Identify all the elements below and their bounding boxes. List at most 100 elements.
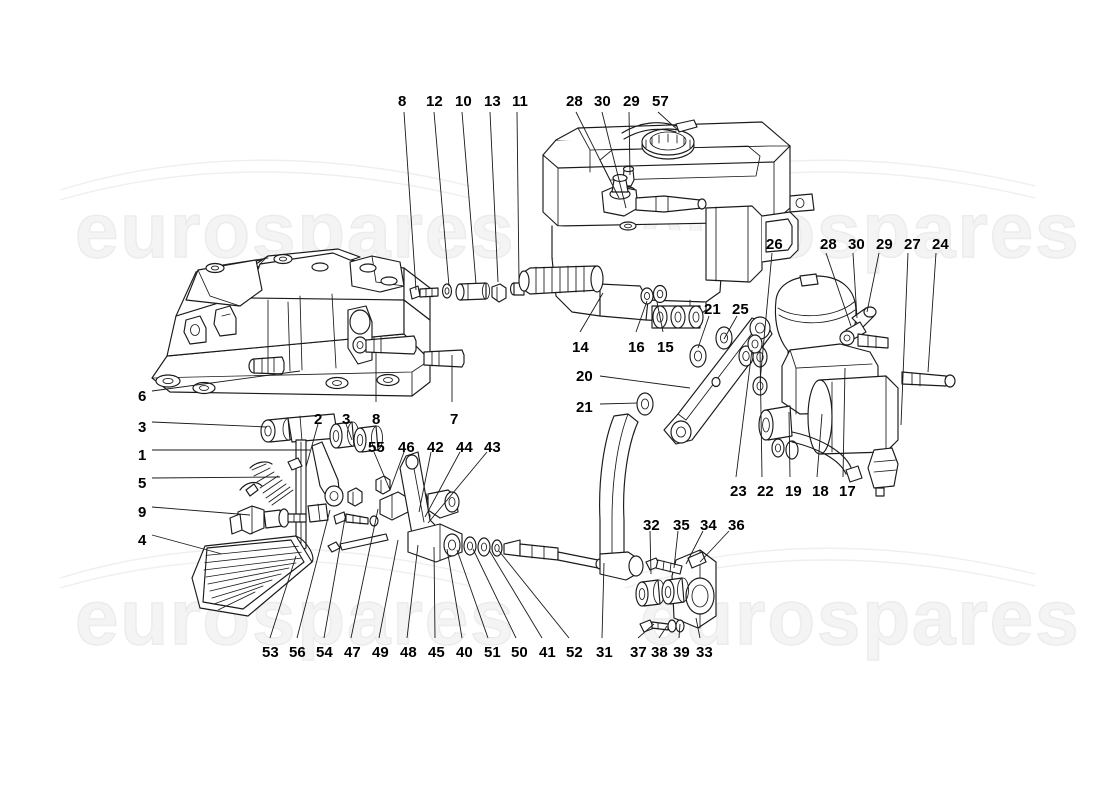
callout-label-33: 33 <box>696 644 713 661</box>
leader-line-24 <box>927 252 937 373</box>
part-9-switch <box>229 505 307 535</box>
callout-label-24: 24 <box>932 236 949 253</box>
brake-pedal-pad <box>191 535 314 617</box>
leader-line-30 <box>852 252 858 319</box>
leader-line-47 <box>350 508 379 639</box>
leader-line-16 <box>635 300 648 333</box>
leader-line-22 <box>759 349 763 478</box>
pedal-box-housing <box>151 248 465 397</box>
housing-bolt-7 <box>423 349 465 368</box>
leader-line-4 <box>151 534 223 555</box>
leader-line-37 <box>637 623 655 639</box>
booster-pushrod-boot <box>518 265 604 295</box>
callout-label-8: 8 <box>398 93 407 110</box>
leader-line-5 <box>151 476 281 479</box>
callout-label-22: 22 <box>757 483 774 500</box>
callout-label-11: 11 <box>512 93 528 110</box>
return-spring <box>239 457 303 506</box>
leader-line-20 <box>599 375 691 389</box>
leader-line-48 <box>406 544 419 639</box>
callout-label-6: 6 <box>138 388 147 405</box>
watermark-text: eurospares <box>74 572 516 662</box>
callout-label-30: 30 <box>594 93 611 110</box>
callout-label-32: 32 <box>643 517 660 534</box>
leader-line-54 <box>323 517 346 639</box>
callout-label-40: 40 <box>456 644 473 661</box>
callout-label-48: 48 <box>400 644 417 661</box>
leader-line-34 <box>685 530 704 565</box>
small-screws-group <box>327 511 389 553</box>
part-2-nut <box>347 487 363 507</box>
leader-line-27 <box>900 252 909 426</box>
leader-line-55 <box>373 451 391 491</box>
part-35-bush <box>661 577 689 605</box>
callout-label-50: 50 <box>511 644 528 661</box>
leader-line-29 <box>866 252 880 313</box>
leader-line-21 <box>697 315 710 349</box>
leader-line-17 <box>842 367 846 478</box>
part-8-bolt <box>409 285 439 300</box>
callout-label-56: 56 <box>289 644 306 661</box>
leader-line-2 <box>305 423 319 468</box>
leader-line-52 <box>498 550 570 639</box>
leader-line-6 <box>151 370 301 392</box>
leader-line-51 <box>456 549 489 639</box>
leader-line-25 <box>723 315 738 340</box>
callout-label-54: 54 <box>316 644 333 661</box>
leader-line-46 <box>389 451 405 491</box>
callout-label-42: 42 <box>427 439 444 456</box>
callout-label-36: 36 <box>728 517 745 534</box>
callout-label-28: 28 <box>566 93 583 110</box>
callout-label-2: 2 <box>314 411 323 428</box>
leader-line-10 <box>461 111 477 285</box>
callout-label-15: 15 <box>657 339 674 356</box>
leader-line-31 <box>601 562 605 639</box>
callout-label-20: 20 <box>576 368 593 385</box>
leader-line-26 <box>759 252 773 383</box>
part-21-bush-lower <box>636 392 654 416</box>
callout-label-45: 45 <box>428 644 445 661</box>
leader-line-53 <box>269 555 297 639</box>
callout-label-35: 35 <box>673 517 690 534</box>
part-25-bush <box>715 326 733 350</box>
leader-line-19 <box>788 411 791 478</box>
leader-line-32 <box>649 530 652 575</box>
leader-line-38 <box>658 625 668 639</box>
callout-label-3: 3 <box>342 411 351 428</box>
booster-fastener-row <box>409 282 525 303</box>
callout-label-8: 8 <box>372 411 381 428</box>
booster-outlet-ports <box>651 305 704 329</box>
callout-label-17: 17 <box>839 483 856 500</box>
leader-line-44 <box>424 451 461 518</box>
connecting-rod <box>503 539 605 570</box>
callout-label-5: 5 <box>138 475 147 492</box>
callout-label-30: 30 <box>848 236 865 253</box>
callout-label-29: 29 <box>876 236 893 253</box>
leader-line-45 <box>433 546 436 639</box>
callout-label-14: 14 <box>572 339 589 356</box>
callout-label-46: 46 <box>398 439 415 456</box>
callout-label-37: 37 <box>630 644 647 661</box>
callout-leader-lines <box>151 111 937 639</box>
callout-label-12: 12 <box>426 93 443 110</box>
leader-line-39 <box>678 623 681 639</box>
leader-line-28 <box>575 111 620 199</box>
leader-line-29 <box>628 111 631 176</box>
housing-bolt-6 <box>248 356 285 375</box>
callout-label-55: 55 <box>368 439 385 456</box>
leader-line-8 <box>403 111 417 291</box>
leader-line-50 <box>472 548 517 639</box>
part-12-washer <box>441 283 453 299</box>
leader-line-18 <box>816 413 823 478</box>
callout-label-57: 57 <box>652 93 669 110</box>
leader-line-3 <box>345 423 353 441</box>
callout-label-41: 41 <box>539 644 556 661</box>
callout-label-10: 10 <box>455 93 472 110</box>
leader-line-40 <box>446 548 463 639</box>
part-21-bush-upper <box>689 344 707 368</box>
housing-bolt-8a <box>365 335 417 355</box>
callout-label-34: 34 <box>700 517 717 534</box>
callout-label-25: 25 <box>732 301 749 318</box>
callout-label-26: 26 <box>766 236 783 253</box>
